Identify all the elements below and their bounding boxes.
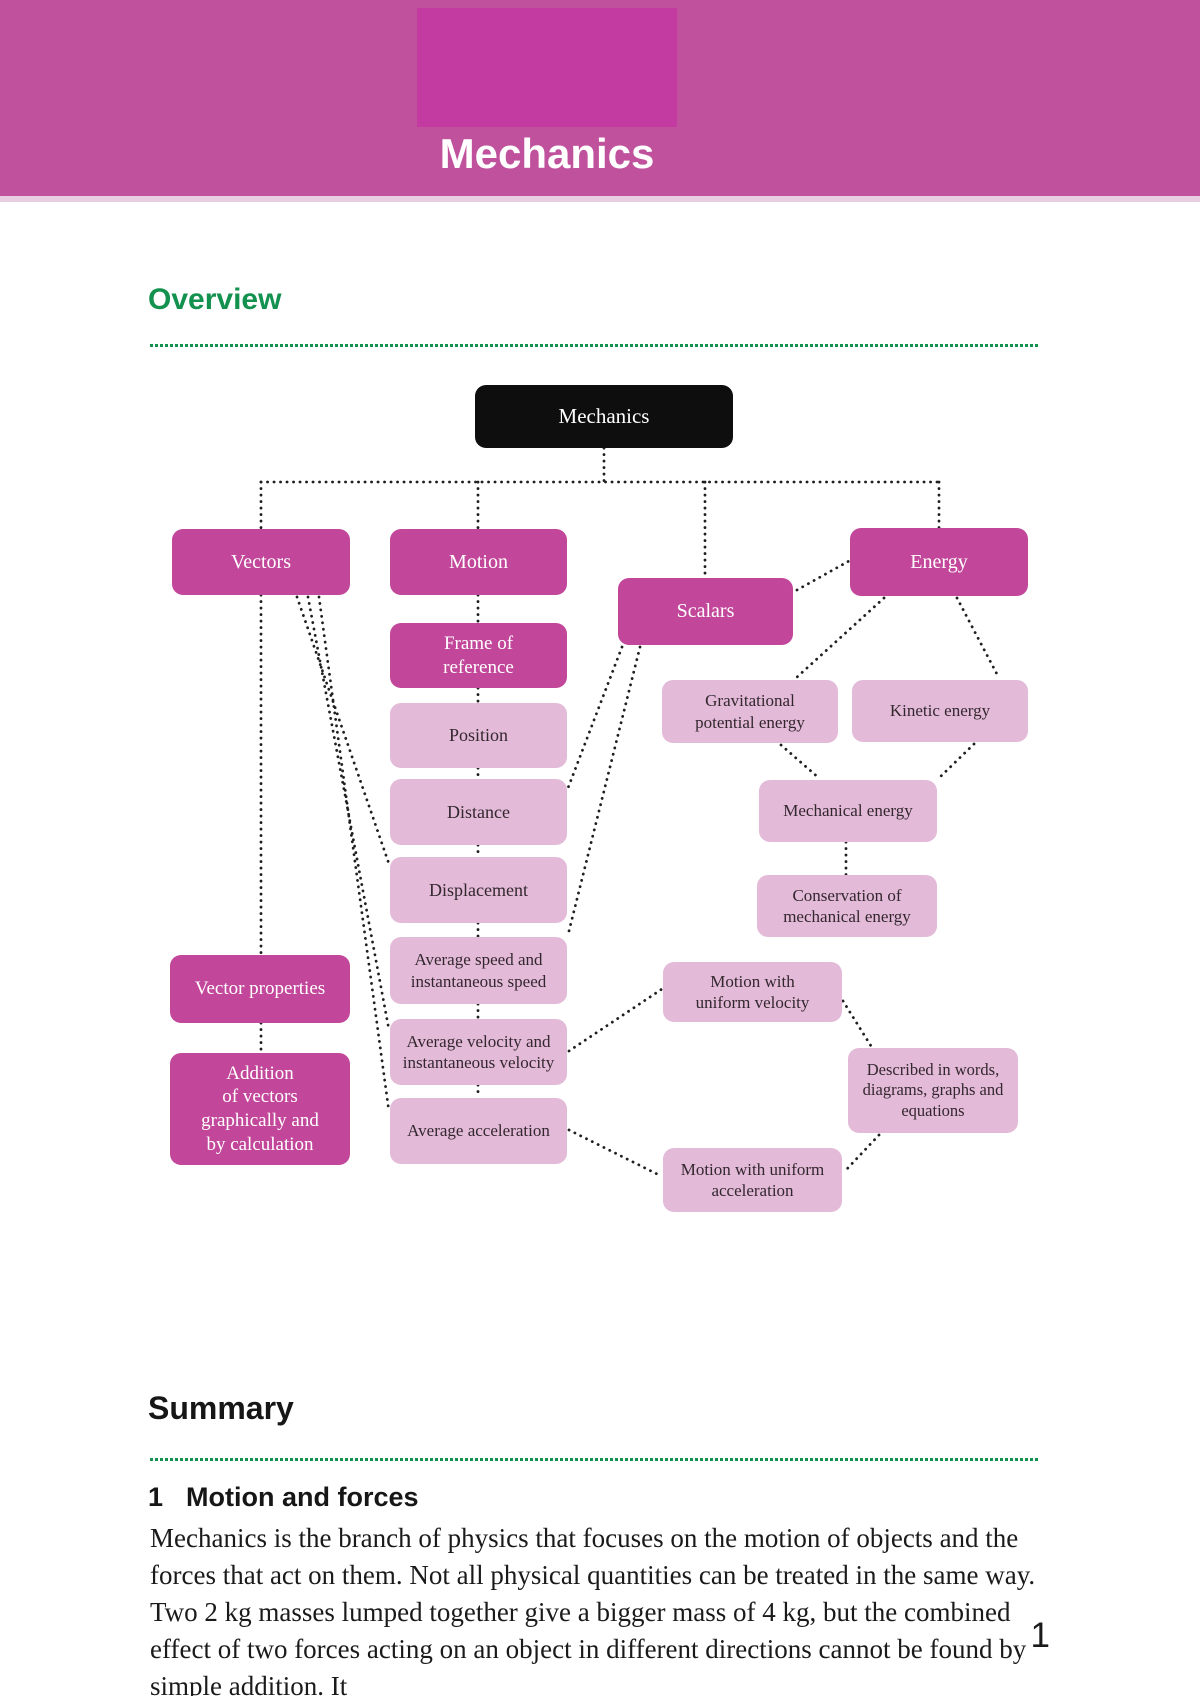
overview-heading: Overview — [148, 283, 282, 316]
section-title: Motion and forces — [186, 1482, 419, 1512]
section-subheading: 1 Motion and forces — [148, 1482, 419, 1513]
diagram-node-mechanical-energy: Mechanical energy — [759, 780, 937, 842]
connector-line — [567, 987, 664, 1053]
diagram-node-mechanics: Mechanics — [475, 385, 733, 448]
diagram-node-vector-properties: Vector properties — [170, 955, 350, 1023]
diagram-node-vectors: Vectors — [172, 529, 350, 595]
summary-heading: Summary — [148, 1390, 294, 1426]
body-paragraph: Mechanics is the branch of physics that … — [150, 1523, 1036, 1696]
diagram-node-scalars: Scalars — [618, 578, 793, 645]
connector-line — [844, 1133, 881, 1172]
diagram-node-displacement: Displacement — [390, 857, 567, 923]
diagram-node-addition-of-vectors: Addition of vectors graphically and by c… — [170, 1053, 350, 1165]
connector-line — [567, 1128, 663, 1178]
summary-rule — [150, 1458, 1038, 1461]
connector-line — [795, 559, 851, 592]
page-number: 1 — [1030, 1616, 1050, 1655]
chapter-banner: Mechanics — [0, 0, 1200, 196]
connector-line — [937, 742, 976, 780]
diagram-node-position: Position — [390, 703, 567, 768]
diagram-node-kinetic-energy: Kinetic energy — [852, 680, 1028, 742]
diagram-node-motion: Motion — [390, 529, 567, 595]
section-number: 1 — [148, 1482, 164, 1512]
connector-line — [567, 645, 642, 933]
chapter-title: Mechanics — [439, 130, 655, 177]
connector-line — [794, 596, 886, 680]
overview-rule — [150, 344, 1038, 347]
diagram-node-frame-of-reference: Frame of reference — [390, 623, 567, 688]
diagram-node-motion-with-uniform-velocity: Motion with uniform velocity — [663, 962, 842, 1022]
diagram-node-distance: Distance — [390, 779, 567, 845]
connector-line — [317, 595, 391, 1114]
connector-line — [566, 645, 624, 790]
diagram-node-conservation-of-mechanical-energy: Conservation of mechanical energy — [757, 875, 937, 937]
banner-divider — [0, 196, 1200, 202]
connector-line — [955, 596, 1001, 680]
connector-line — [841, 999, 873, 1048]
diagram-node-average-acceleration: Average acceleration — [390, 1098, 567, 1164]
diagram-node-average-velocity: Average velocity and instantaneous veloc… — [390, 1019, 567, 1085]
diagram-node-average-speed: Average speed and instantaneous speed — [390, 937, 567, 1004]
diagram-node-energy: Energy — [850, 528, 1028, 596]
diagram-node-described-in-words: Described in words, diagrams, graphs and… — [848, 1048, 1018, 1133]
connector-line — [779, 743, 822, 781]
connector-line — [295, 595, 391, 866]
diagram-node-gravitational-potential-energy: Gravitational potential energy — [662, 680, 838, 743]
diagram-node-motion-with-uniform-acceleration: Motion with uniform acceleration — [663, 1148, 842, 1212]
banner-panel — [417, 8, 677, 127]
